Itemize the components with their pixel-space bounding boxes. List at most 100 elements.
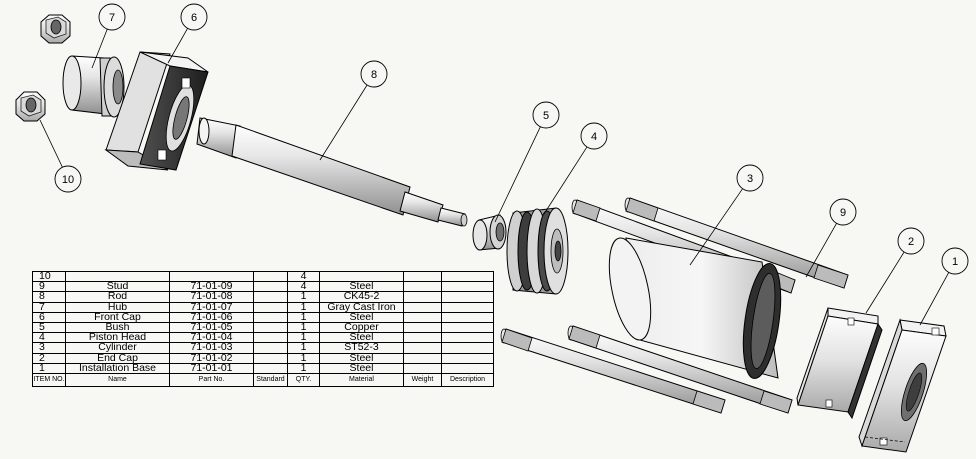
- bom-cell-description: [441, 281, 494, 293]
- bom-cell-weight: [403, 352, 442, 364]
- part-3-cylinder: [608, 237, 782, 379]
- balloon-leader-line: [865, 251, 905, 314]
- balloon-4: 4: [543, 122, 608, 215]
- part-6-front-cap: [104, 51, 209, 171]
- balloon-9: 9: [805, 198, 857, 278]
- bom-cell-item-no: 5: [32, 321, 66, 334]
- bom-cell-material: Steel: [319, 281, 404, 293]
- bom-cell-part-no: 71-01-07: [169, 301, 254, 313]
- balloon-7: 7: [91, 3, 126, 69]
- bom-cell-qty: 1: [287, 301, 320, 313]
- part-10-nut-lower: [15, 91, 46, 122]
- bom-cell-qty: 1: [287, 342, 320, 354]
- balloon-leader-line: [543, 146, 588, 215]
- bom-cell-material: Copper: [319, 321, 404, 334]
- bom-cell-description: [441, 342, 494, 354]
- balloon-circle: [532, 101, 560, 129]
- balloon-1: 1: [919, 247, 969, 326]
- balloon-10: 10: [39, 119, 82, 193]
- part-9-stud-upper-front: [624, 197, 849, 289]
- bom-cell-weight: [403, 362, 442, 374]
- bom-header-row: ITEM NO. Name Part No. Standard QTY. Mat…: [32, 372, 494, 387]
- bom-cell-qty: 4: [287, 281, 320, 293]
- bom-cell-weight: [403, 321, 442, 334]
- bom-cell-standard: [253, 311, 288, 323]
- bom-cell-qty: 1: [287, 352, 320, 364]
- balloon-leader-line: [91, 28, 108, 69]
- bom-cell-description: [441, 311, 494, 323]
- bom-cell-part-no: 71-01-09: [169, 281, 254, 293]
- bom-cell-item-no: 9: [32, 281, 66, 293]
- balloon-label: 10: [62, 174, 74, 186]
- bom-cell-qty: 4: [287, 270, 320, 283]
- bom-cell-standard: [253, 291, 288, 303]
- bom-cell-name: Front Cap: [65, 311, 170, 323]
- balloon-label: 8: [371, 69, 377, 81]
- bom-cell-item-no: 4: [32, 332, 66, 344]
- balloon-label: 6: [191, 12, 197, 24]
- balloon-label: 7: [109, 12, 115, 24]
- bom-cell-part-no: 71-01-01: [169, 362, 254, 374]
- balloon-label: 2: [908, 236, 914, 248]
- bom-cell-description: [441, 291, 494, 303]
- balloon-circle: [736, 164, 764, 192]
- part-9-stud-lower-back: [500, 328, 726, 414]
- bom-cell-standard: [253, 342, 288, 354]
- bom-cell-description: [441, 362, 494, 374]
- balloon-leader-line: [805, 223, 837, 278]
- bom-cell-material: ST52-3: [319, 342, 404, 354]
- bom-header-qty: QTY.: [287, 372, 320, 387]
- balloon-circle: [829, 198, 857, 226]
- bom-cell-description: [441, 352, 494, 364]
- part-2-end-cap: [796, 307, 883, 420]
- bom-cell-part-no: 71-01-08: [169, 291, 254, 303]
- bom-cell-item-no: 6: [32, 311, 66, 323]
- balloon-6: 6: [167, 3, 208, 64]
- bom-cell-description: [441, 301, 494, 313]
- part-10-nut-upper: [40, 14, 71, 44]
- part-4-piston-head: [506, 207, 569, 295]
- bom-cell-standard: [253, 301, 288, 313]
- bom-cell-qty: 1: [287, 291, 320, 303]
- balloon-circle: [98, 3, 126, 31]
- bom-cell-weight: [403, 281, 442, 293]
- bom-cell-weight: [403, 301, 442, 313]
- bom-cell-item-no: 10: [32, 270, 66, 283]
- bom-cell-qty: 1: [287, 321, 320, 334]
- bom-cell-name: End Cap: [65, 352, 170, 364]
- bom-header-item-no: ITEM NO.: [32, 372, 66, 387]
- balloon-label: 1: [952, 256, 958, 268]
- balloon-2: 2: [865, 227, 925, 314]
- bom-cell-material: Steel: [319, 362, 404, 374]
- bom-cell-qty: 1: [287, 311, 320, 323]
- bom-cell-part-no: 71-01-02: [169, 352, 254, 364]
- bom-cell-name: Stud: [65, 281, 170, 293]
- bom-header-part-no: Part No.: [169, 372, 254, 387]
- bom-cell-material: CK45-2: [319, 291, 404, 303]
- bom-cell-description: [441, 332, 494, 344]
- bom-cell-standard: [253, 362, 288, 374]
- bom-cell-name: Installation Base: [65, 362, 170, 374]
- bom-cell-weight: [403, 342, 442, 354]
- bom-cell-name: [65, 270, 170, 283]
- bom-cell-standard: [253, 332, 288, 344]
- balloon-leader-line: [689, 188, 743, 266]
- balloon-3: 3: [689, 164, 764, 266]
- bom-cell-weight: [403, 270, 442, 283]
- bom-cell-part-no: [169, 270, 254, 283]
- bom-cell-material: Gray Cast Iron: [319, 301, 404, 313]
- bom-cell-qty: 1: [287, 362, 320, 374]
- bom-cell-item-no: 2: [32, 352, 66, 364]
- bom-cell-item-no: 1: [32, 362, 66, 374]
- bom-row: 10 4: [32, 270, 494, 283]
- bom-cell-material: Steel: [319, 311, 404, 323]
- balloon-circle: [54, 165, 82, 193]
